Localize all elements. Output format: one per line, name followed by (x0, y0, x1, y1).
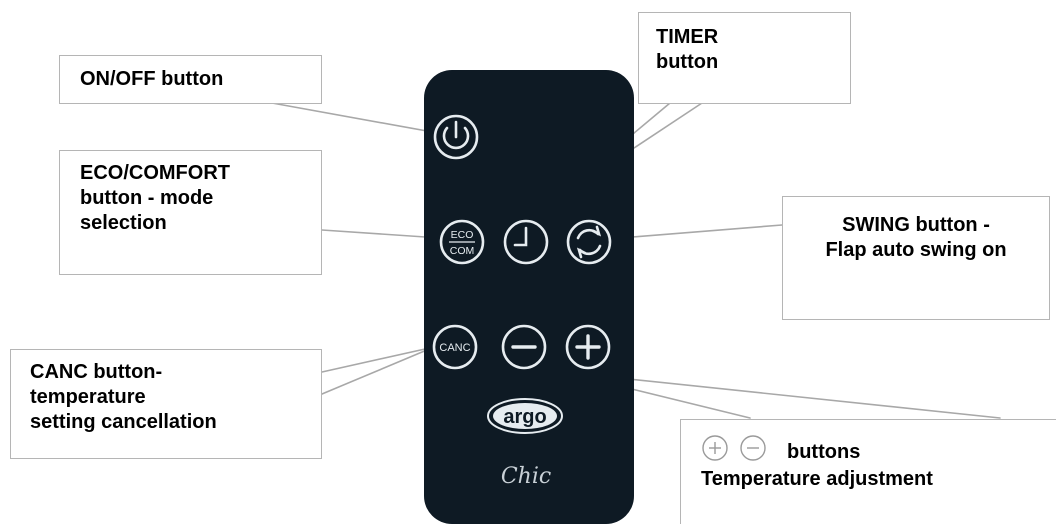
plus-outline-icon (702, 435, 728, 461)
leader-swing (619, 224, 783, 239)
callout-plus-minus-line-2: Temperature adjustment (701, 468, 933, 490)
callout-swing-line-1: SWING button - (842, 214, 990, 236)
leader-plusminus-a (561, 371, 1001, 419)
callout-timer-line-2: button (656, 51, 719, 73)
canc-label: CANC (439, 342, 470, 354)
eco-label: ECO (451, 229, 474, 241)
remote-body (424, 70, 634, 524)
plus-button[interactable] (565, 324, 611, 370)
callout-plus-minus-buttons-text: buttons (787, 440, 861, 463)
leader-canc-a (321, 346, 435, 373)
callout-onoff-line-1: ON/OFF button (80, 68, 224, 90)
callout-onoff: ON/OFF button (59, 55, 322, 104)
callout-canc-line-1: CANC button- (30, 361, 163, 383)
leader-canc-b (321, 346, 435, 395)
callout-eco-line-1: ECO/COMFORT (80, 162, 230, 184)
callout-eco-line-2: button - mode (80, 187, 214, 209)
callout-canc-line-3: setting cancellation (30, 411, 217, 433)
plus-icon (575, 334, 601, 360)
power-button[interactable] (433, 114, 479, 160)
callout-plus-minus-line-1: buttons (701, 434, 1056, 463)
leader-eco (321, 229, 441, 239)
swing-button[interactable] (566, 219, 612, 265)
eco-comfort-button[interactable]: ECO COM (439, 219, 485, 265)
leader-onoff (271, 102, 439, 134)
leader-lines (269, 100, 1003, 421)
callout-swing: SWING button - Flap auto swing on (782, 196, 1050, 320)
callout-eco-comfort: ECO/COMFORT button - mode selection (59, 150, 322, 275)
power-icon (442, 126, 470, 150)
callout-canc: CANC button- temperature setting cancell… (10, 349, 322, 459)
callout-timer: TIMER button (638, 12, 851, 104)
argo-logo-text: argo (503, 406, 546, 428)
argo-logo: argo (487, 398, 563, 434)
minus-button[interactable] (501, 324, 547, 370)
callout-eco-line-3: selection (80, 212, 167, 234)
clock-icon (513, 226, 528, 247)
callout-timer-line-1: TIMER (656, 26, 719, 48)
canc-button[interactable]: CANC (432, 324, 478, 370)
swing-cycle-icon (576, 225, 602, 259)
timer-button[interactable] (503, 219, 549, 265)
callout-plus-minus: buttons Temperature adjustment (680, 419, 1056, 524)
com-label: COM (450, 245, 475, 257)
callout-canc-line-2: temperature (30, 386, 146, 408)
model-script: Chic (501, 464, 551, 489)
minus-outline-icon (740, 435, 766, 461)
callout-swing-line-2: Flap auto swing on (825, 239, 1007, 261)
